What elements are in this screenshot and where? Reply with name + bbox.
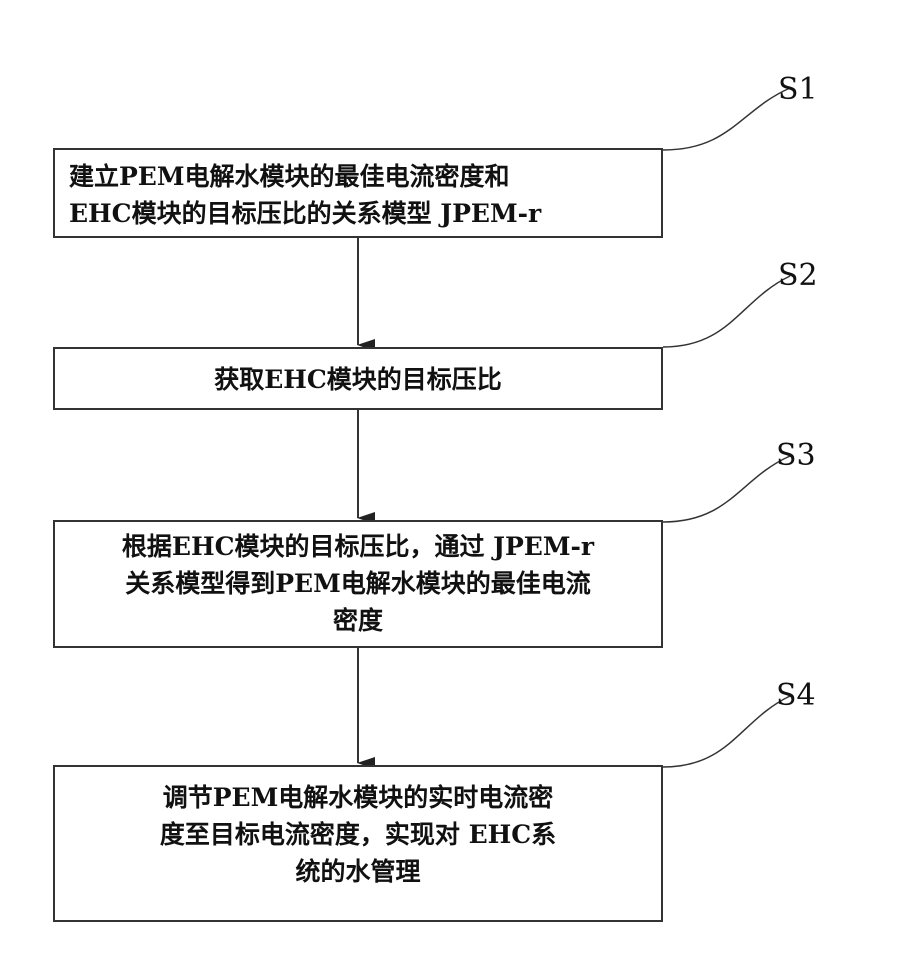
step-s2-line-1: 获取EHC模块的目标压比: [55, 361, 661, 398]
step-label-s4: S4: [776, 678, 816, 713]
step-s1-line-2: EHC模块的目标压比的关系模型 JPEM-r: [69, 195, 661, 232]
leader-curve-s4: [663, 696, 790, 767]
leader-curve-s1: [663, 88, 790, 150]
step-box-s1: 建立PEM电解水模块的最佳电流密度和 EHC模块的目标压比的关系模型 JPEM-…: [53, 148, 663, 238]
step-s4-line-2: 度至目标电流密度，实现对 EHC系: [55, 816, 661, 853]
step-box-s3: 根据EHC模块的目标压比，通过 JPEM-r 关系模型得到PEM电解水模块的最佳…: [53, 520, 663, 648]
step-label-s2: S2: [778, 258, 818, 293]
step-label-s1: S1: [778, 72, 818, 107]
step-s4-line-3: 统的水管理: [55, 853, 661, 890]
step-s3-line-2: 关系模型得到PEM电解水模块的最佳电流: [55, 565, 661, 602]
leader-curve-s2: [663, 276, 790, 347]
leader-curve-s3: [663, 456, 790, 522]
step-s3-line-1: 根据EHC模块的目标压比，通过 JPEM-r: [55, 528, 661, 565]
step-box-s2: 获取EHC模块的目标压比: [53, 347, 663, 410]
step-label-s3: S3: [776, 438, 816, 473]
step-s3-line-3: 密度: [55, 602, 661, 639]
step-s1-line-1: 建立PEM电解水模块的最佳电流密度和: [69, 158, 661, 195]
step-s4-line-1: 调节PEM电解水模块的实时电流密: [55, 779, 661, 816]
step-box-s4: 调节PEM电解水模块的实时电流密 度至目标电流密度，实现对 EHC系 统的水管理: [53, 765, 663, 922]
